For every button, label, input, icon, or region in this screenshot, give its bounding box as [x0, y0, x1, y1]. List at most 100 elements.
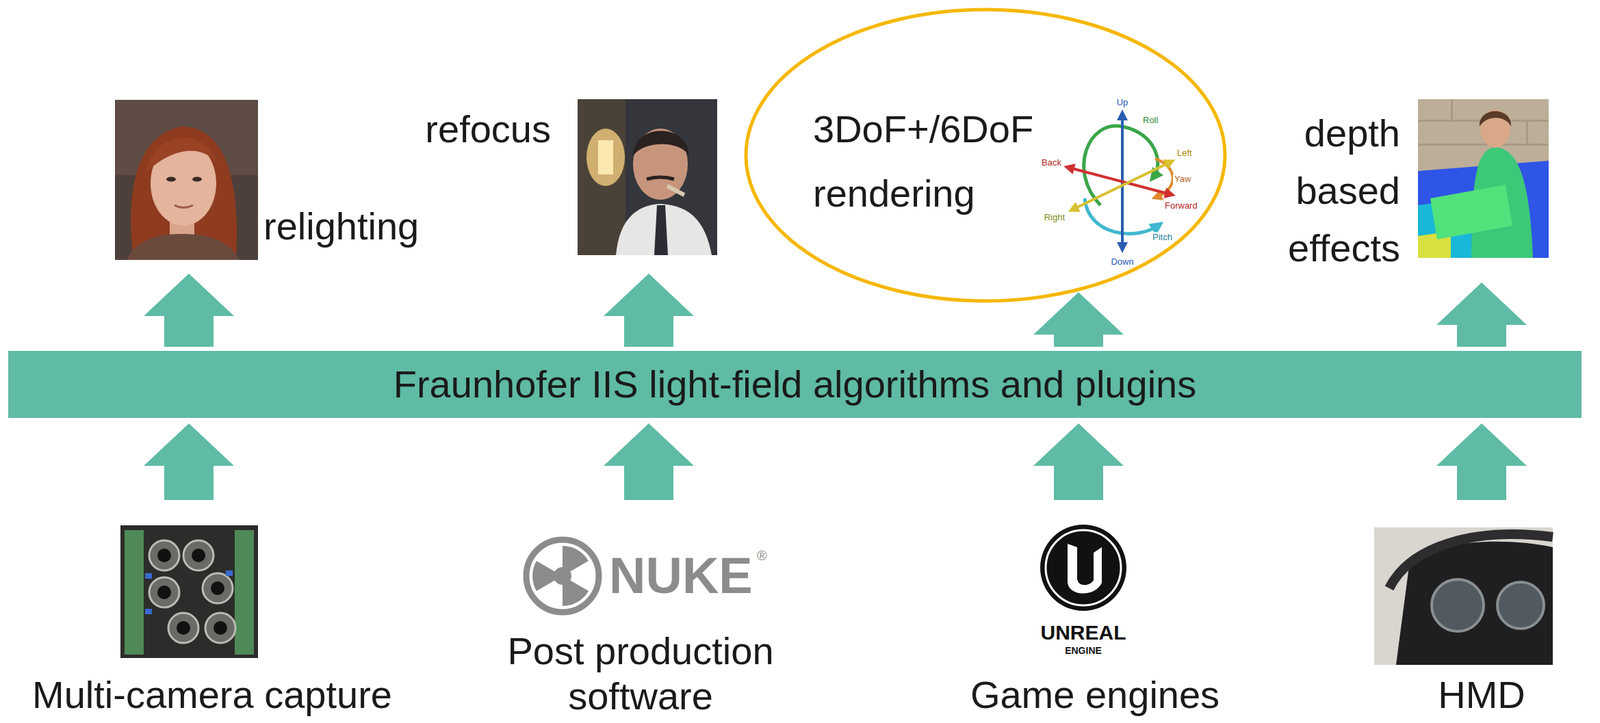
photo-ground	[577, 99, 718, 256]
logo-text: ®	[756, 548, 768, 564]
source-node: Post production software	[489, 525, 792, 720]
dof-axes	[1068, 114, 1173, 248]
axis-label: Up	[1115, 97, 1130, 109]
lamp	[598, 140, 614, 175]
hmd-photo	[1374, 527, 1553, 666]
block-arrow	[143, 273, 235, 347]
lens-glass	[213, 621, 228, 636]
headset-lens	[1497, 582, 1544, 629]
lens	[149, 577, 180, 608]
logo-text: ENGINE	[1064, 645, 1102, 657]
hair	[633, 130, 690, 157]
lens-glass	[210, 581, 225, 596]
stone-joint	[1450, 99, 1453, 120]
lamp-glow	[586, 128, 625, 187]
lens	[168, 613, 199, 644]
shoulders	[126, 234, 240, 261]
eye	[166, 177, 176, 183]
label-anchor: NUKE	[609, 546, 753, 605]
block-arrow	[1436, 282, 1527, 347]
source-node: HMD	[1368, 525, 1595, 718]
lens	[202, 573, 233, 604]
effect-node: relighting	[114, 99, 439, 261]
lens-glass	[157, 585, 172, 600]
photo-ground	[1374, 527, 1553, 666]
cigar	[667, 186, 685, 196]
lens	[205, 613, 236, 644]
logo-disc	[1040, 524, 1127, 612]
lens	[149, 540, 180, 571]
logo-blade	[562, 546, 589, 577]
node-label: HMD	[1368, 674, 1595, 717]
node-label: Post production software	[489, 628, 792, 720]
depth-photo	[1417, 99, 1549, 258]
label-anchor: ®	[756, 548, 768, 564]
node-label: Game engines	[958, 674, 1232, 717]
logo-blade	[549, 576, 589, 614]
headset-strap	[1389, 534, 1553, 589]
logo-blade	[523, 553, 563, 592]
fringe	[147, 137, 218, 172]
label-anchor: UNREAL	[1040, 621, 1127, 646]
circuit-board	[124, 530, 144, 655]
node-label: relighting	[263, 203, 439, 250]
axis-label: Down	[1109, 257, 1135, 268]
axis-label: Right	[1042, 212, 1067, 224]
effect-node: depth based effects	[1263, 102, 1549, 278]
refocus-photo	[577, 99, 718, 256]
lens-glass	[191, 548, 206, 563]
forward-axis	[1068, 167, 1171, 195]
node-label: Multi-camera capture	[20, 674, 404, 717]
label-anchor: Left	[1175, 148, 1194, 159]
moustache	[646, 177, 675, 180]
stone-wall	[1417, 99, 1549, 258]
connector	[145, 573, 152, 579]
lens	[183, 540, 214, 571]
logo-letter-shape	[1067, 544, 1102, 595]
axis-label: Pitch	[1151, 232, 1174, 243]
roll-arc	[1084, 125, 1158, 206]
eye	[192, 177, 202, 183]
label-anchor: ENGINE	[1064, 645, 1102, 657]
headset-lens	[1431, 579, 1484, 632]
node-label: 3DoF+/6DoF rendering	[813, 97, 1039, 226]
camera-array-photo	[120, 525, 258, 659]
wall	[577, 99, 626, 256]
highlight-ellipse: 3DoF+/6DoF rendering	[743, 7, 1228, 304]
block-arrow	[1033, 292, 1124, 347]
logo-ring	[1045, 530, 1121, 606]
mouth	[174, 205, 193, 209]
shirt	[615, 203, 712, 256]
connector	[225, 570, 233, 577]
block-arrow	[603, 273, 694, 347]
stone-joint	[1526, 121, 1529, 144]
depth-board	[1430, 184, 1513, 240]
person-hair	[1479, 111, 1512, 128]
portrait-photo	[114, 99, 258, 261]
axis-label: Yaw	[1172, 174, 1193, 185]
lens-glass	[176, 621, 191, 636]
label-anchor: Down	[1109, 257, 1135, 268]
axis-label: Forward	[1163, 201, 1199, 212]
nuke-logo	[523, 539, 599, 614]
node-label: depth based effects	[1263, 104, 1401, 278]
lateral-axis	[1073, 162, 1171, 210]
tie	[654, 205, 668, 256]
effect-node: refocus	[410, 97, 718, 256]
block-arrow	[1033, 423, 1124, 501]
node-label: refocus	[410, 106, 551, 153]
label-anchor: Pitch	[1151, 232, 1174, 243]
unreal-logo	[1040, 524, 1127, 612]
stone-joint	[1417, 143, 1549, 146]
label-anchor: Forward	[1163, 201, 1199, 212]
source-node: Game engines	[958, 525, 1232, 718]
block-arrow	[143, 423, 235, 501]
source-node: Multi-camera capture	[20, 525, 404, 718]
axis-label: Back	[1040, 158, 1063, 169]
node-label: Fraunhofer IIS light-field algorithms an…	[8, 351, 1582, 419]
ellipse-outline	[743, 7, 1228, 304]
label-anchor: Roll	[1141, 115, 1160, 126]
axis-label: Left	[1175, 148, 1194, 159]
